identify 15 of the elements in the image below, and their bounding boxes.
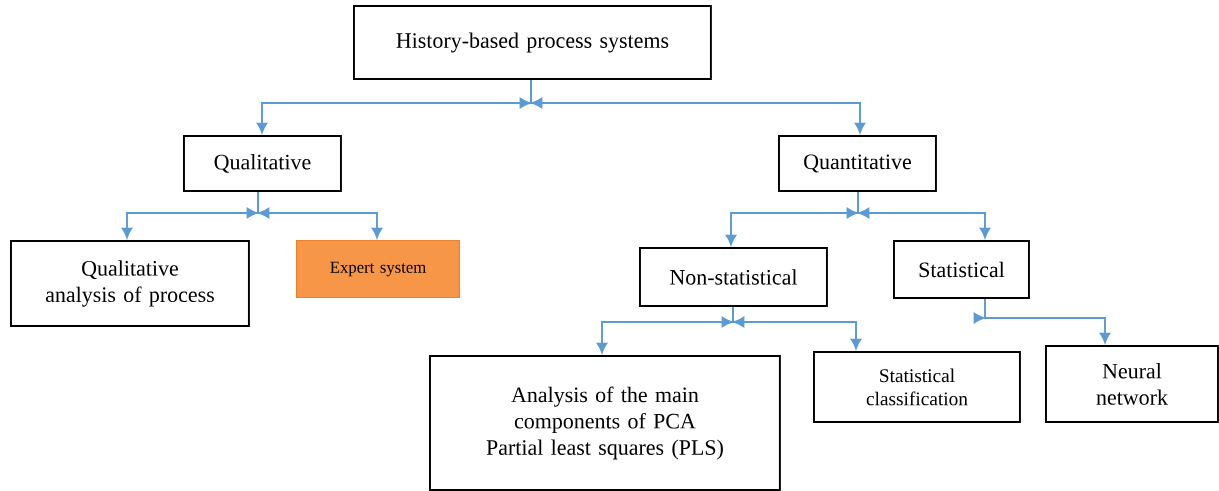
arrow	[519, 78, 866, 133]
category-box: History-based process systems	[353, 5, 712, 80]
category-box: Non-statistical	[639, 247, 828, 307]
category-box: Qualitative	[183, 135, 342, 192]
arrow	[721, 305, 862, 349]
arrow	[846, 190, 991, 238]
highlighted-box: Expert system	[296, 240, 461, 299]
arrow	[246, 190, 383, 238]
category-box: Quantitative	[778, 135, 937, 192]
category-box: Neural network	[1045, 345, 1219, 423]
arrow	[973, 297, 1111, 343]
category-box: Statistical classification	[813, 351, 1021, 423]
category-box: Statistical	[893, 240, 1030, 299]
category-box: Analysis of the main components of PCA Partial least squares (PLS)	[429, 355, 781, 491]
category-box: Qualitative analysis of process	[10, 240, 250, 327]
